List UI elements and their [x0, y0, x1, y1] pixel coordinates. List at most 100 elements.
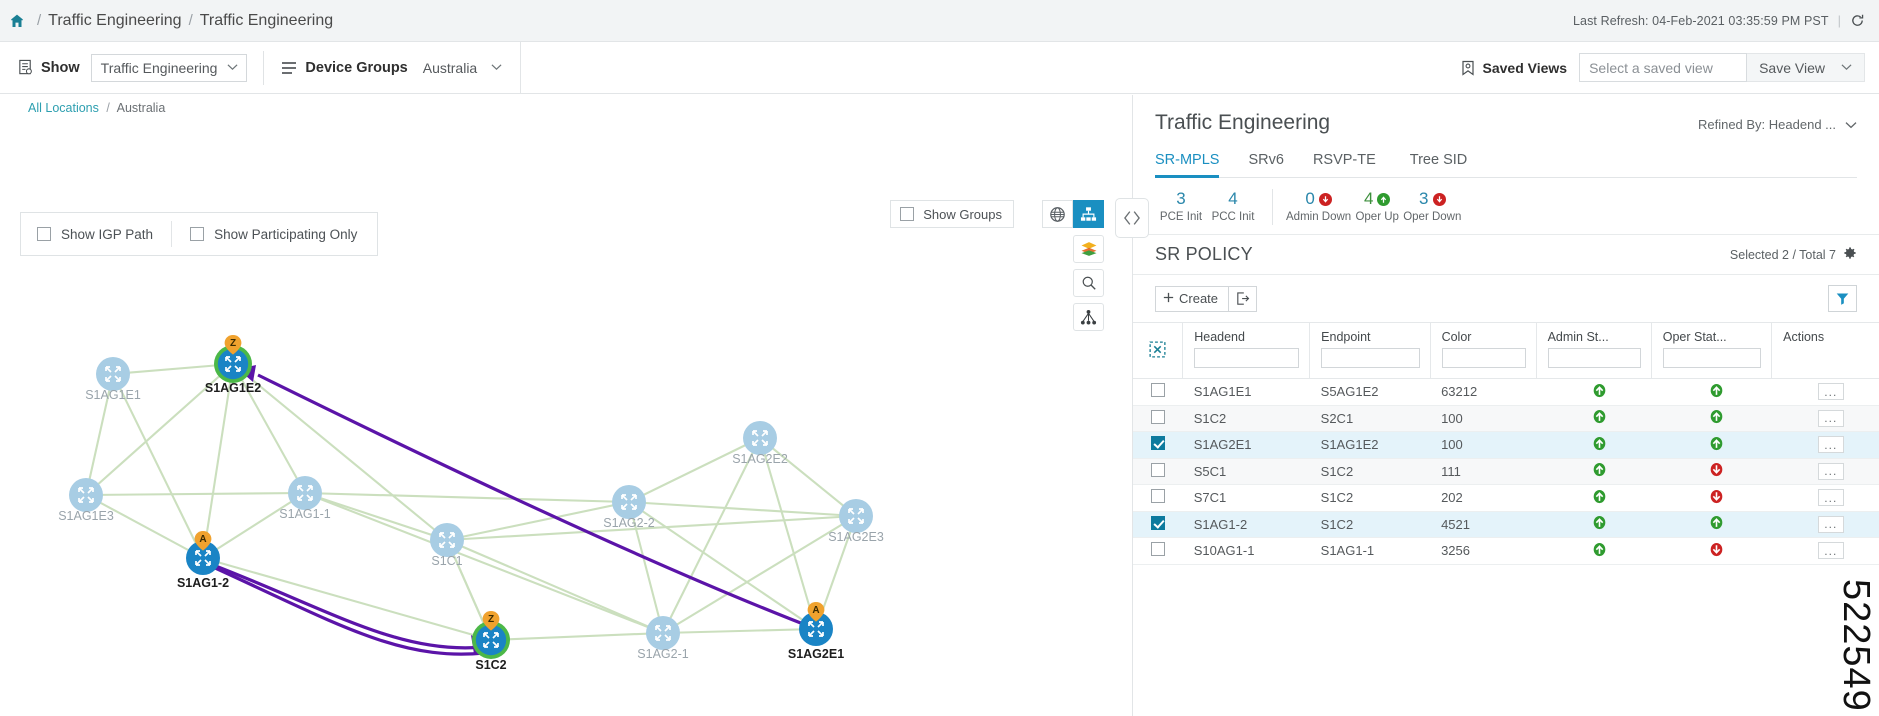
policy-path-2 [212, 563, 485, 650]
topology-icon[interactable] [1073, 200, 1104, 228]
breadcrumb-item-1[interactable]: Traffic Engineering [48, 11, 182, 29]
refined-by-dropdown[interactable]: Refined By: Headend ... [1698, 117, 1857, 135]
column-header-headend[interactable]: Headend [1182, 322, 1311, 379]
node-S1AG2E1[interactable]: A S1AG2E1 [788, 602, 844, 661]
export-icon[interactable] [1229, 285, 1258, 312]
node-label: S1AG2-2 [603, 516, 654, 530]
filter-input-color[interactable] [1441, 348, 1526, 368]
show-participating-only-checkbox[interactable]: Show Participating Only [190, 227, 357, 242]
row-actions-button[interactable]: ... [1817, 489, 1844, 507]
globe-icon[interactable] [1042, 200, 1073, 228]
search-icon[interactable] [1073, 269, 1104, 297]
filter-input-oper-status[interactable] [1662, 348, 1762, 368]
node-S1AG1E3[interactable]: S1AG1E3 [58, 478, 114, 523]
cell-oper-status [1651, 484, 1772, 512]
tab-tree-sid[interactable]: Tree SID [1409, 152, 1468, 168]
show-group: Show Traffic Engineering [16, 42, 248, 93]
row-actions-button[interactable]: ... [1817, 515, 1844, 533]
stat-pce-init[interactable]: 3 PCE Init [1155, 189, 1207, 223]
node-S1AG1-1[interactable]: S1AG1-1 [279, 476, 331, 521]
save-view-button[interactable]: Save View [1747, 53, 1865, 82]
create-button[interactable]: Create [1155, 285, 1230, 312]
tab-sr-mpls[interactable]: SR-MPLS [1155, 146, 1220, 178]
node-marker-label: Z [488, 614, 494, 625]
node-S1C2[interactable]: Z S1C2 [472, 611, 510, 672]
cell-headend: S5C1 [1182, 458, 1310, 485]
row-checkbox[interactable] [1133, 511, 1183, 538]
cell-admin-status [1536, 431, 1652, 459]
show-select[interactable]: Traffic Engineering [90, 53, 248, 82]
show-igp-path-checkbox[interactable]: Show IGP Path [37, 227, 153, 242]
cell-actions: ... [1771, 378, 1879, 406]
row-checkbox[interactable] [1133, 484, 1183, 512]
row-checkbox[interactable] [1133, 378, 1183, 406]
toolbar-divider-1 [263, 50, 265, 85]
stat-oper-up[interactable]: 4 Oper Up [1351, 189, 1403, 223]
row-checkbox[interactable] [1133, 537, 1183, 565]
row-actions-button[interactable]: ... [1817, 436, 1844, 454]
topology-nodes[interactable]: S1AG1E1 Z S1AG1E2 S1 [58, 335, 884, 672]
row-actions-button[interactable]: ... [1817, 462, 1844, 480]
node-S1AG2-2[interactable]: S1AG2-2 [603, 485, 655, 530]
device-groups-select[interactable]: Australia [419, 60, 506, 76]
filter-input-headend[interactable] [1194, 348, 1300, 368]
refresh-icon[interactable] [1850, 13, 1865, 28]
node-label: S1AG1E1 [85, 388, 141, 402]
checkbox-box [37, 227, 51, 241]
row-actions-button[interactable]: ... [1817, 542, 1844, 560]
node-S1AG1-2[interactable]: A S1AG1-2 [177, 531, 229, 590]
column-header-color[interactable]: Color [1430, 322, 1537, 379]
breadcrumb-divider: | [1837, 13, 1841, 28]
location-root-link[interactable]: All Locations [28, 101, 99, 115]
node-label: S1AG1-2 [177, 576, 229, 590]
cell-headend: S7C1 [1182, 484, 1310, 512]
cell-endpoint: S1AG1E2 [1309, 431, 1431, 459]
stat-pcc-init[interactable]: 4 PCC Init [1207, 189, 1259, 223]
row-actions-button[interactable]: ... [1817, 383, 1844, 401]
refined-by-label: Refined By: Headend ... [1697, 117, 1836, 132]
stat-oper-down[interactable]: 3 Oper Down [1403, 189, 1461, 223]
filter-icon[interactable] [1828, 285, 1857, 312]
collapse-panel-icon[interactable] [1115, 198, 1149, 238]
saved-view-input[interactable]: Select a saved view [1579, 53, 1748, 82]
cell-oper-status [1651, 537, 1772, 565]
node-S1AG2E3[interactable]: S1AG2E3 [828, 499, 884, 544]
home-icon[interactable] [8, 12, 26, 30]
row-actions-button[interactable]: ... [1817, 409, 1844, 427]
column-header-oper-status[interactable]: Oper Stat... [1651, 322, 1773, 379]
show-groups-checkbox[interactable]: Show Groups [890, 200, 1014, 228]
node-S1AG1E1[interactable]: S1AG1E1 [85, 357, 141, 402]
cell-headend: S1AG1E1 [1182, 378, 1310, 406]
device-groups-value: Australia [422, 59, 478, 76]
filter-input-endpoint[interactable] [1321, 348, 1420, 368]
column-header-endpoint[interactable]: Endpoint [1309, 322, 1431, 379]
layers-icon[interactable] [1073, 235, 1104, 263]
tab-srv6[interactable]: SRv6 [1248, 152, 1284, 168]
admin-status-icon [1592, 383, 1607, 401]
cell-admin-status [1536, 378, 1652, 406]
breadcrumb-item-2[interactable]: Traffic Engineering [199, 11, 334, 29]
column-header-admin-status[interactable]: Admin St... [1536, 322, 1652, 379]
node-S1AG1E2[interactable]: Z S1AG1E2 [205, 335, 261, 395]
tab-rsvp-te[interactable]: RSVP-TE [1312, 152, 1376, 168]
gear-icon[interactable] [1843, 246, 1857, 263]
clear-selection-icon[interactable] [1133, 322, 1184, 379]
filter-input-admin-status[interactable] [1547, 348, 1641, 368]
row-checkbox[interactable] [1133, 431, 1183, 459]
hierarchy-icon[interactable] [1073, 303, 1104, 331]
stat-admin-down[interactable]: 0 Admin Down [1286, 189, 1351, 223]
node-S1AG2-1[interactable]: S1AG2-1 [637, 616, 689, 661]
row-checkbox[interactable] [1133, 458, 1183, 485]
node-S1AG2E2[interactable]: S1AG2E2 [732, 421, 788, 466]
row-checkbox[interactable] [1133, 405, 1183, 432]
network-topology-graph[interactable]: S1AG1E1 Z S1AG1E2 S1 [0, 265, 1132, 716]
node-S1C1[interactable]: S1C1 [430, 523, 464, 568]
cell-headend: S1C2 [1182, 405, 1310, 432]
